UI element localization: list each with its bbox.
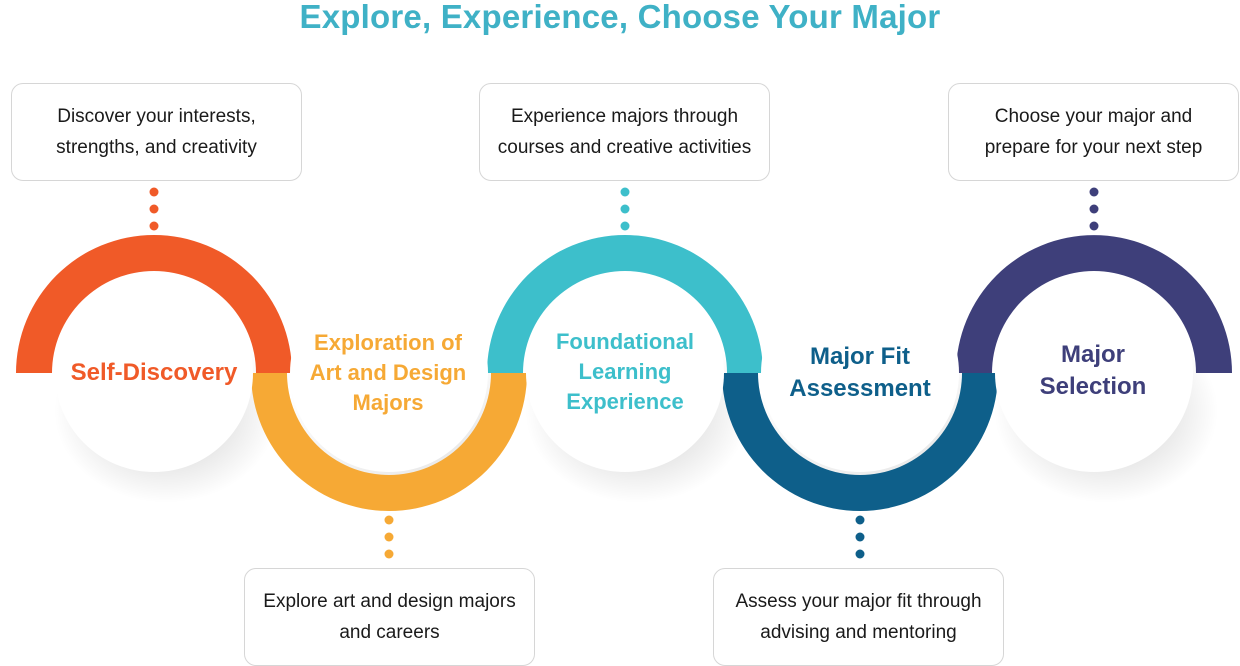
step-1-connector-dot-3	[149, 221, 159, 231]
step-5-label-line-1: Major	[1060, 341, 1125, 368]
step-1-label-line-1: Self-Discovery	[70, 359, 238, 386]
step-5-arc	[956, 235, 1232, 373]
step-5-label-line-2: Selection	[1039, 373, 1147, 400]
step-4-circle	[761, 274, 959, 472]
step-5-connector-dot-2	[1089, 204, 1099, 214]
step-1-circle	[55, 274, 253, 472]
step-4-arc	[722, 373, 998, 511]
step-2-label-line-1: Exploration of	[314, 330, 462, 355]
step-5-connector-dot-3	[1089, 221, 1099, 231]
step-4-connector-dot-3	[855, 549, 865, 559]
step-3-label-line-3: Experience	[566, 389, 684, 414]
step-5-connector-dot-1	[1089, 187, 1099, 197]
step-2-label-line-2: Art and Design	[309, 360, 467, 385]
step-1-connector-dot-2	[149, 204, 159, 214]
step-2-connector-dot-3	[384, 549, 394, 559]
step-2-description-line-2: and careers	[339, 622, 440, 643]
step-1-arc	[16, 235, 292, 373]
step-1-description-line-1: Discover your interests,	[57, 106, 256, 127]
step-3-label-line-1: Foundational	[555, 329, 695, 354]
step-1-description-line-2: strengths, and creativity	[56, 137, 257, 158]
step-3-description-line-1: Experience majors through	[510, 106, 739, 127]
step-3-description: Experience majors through courses and cre…	[479, 83, 770, 181]
step-2-description-line-1: Explore art and design majors	[263, 591, 516, 612]
step-5-circle	[995, 274, 1193, 472]
step-4-label-line-2: Assessment	[789, 375, 931, 402]
step-3-description-line-2: courses and creative activities	[497, 137, 752, 158]
step-4-label-line-1: Major Fit	[809, 343, 910, 370]
step-2-connector-dot-1	[384, 515, 394, 525]
step-4-connector-dot-2	[855, 532, 865, 542]
step-4-description: Assess your major fit through advising an…	[713, 568, 1004, 666]
step-5-description-line-2: prepare for your next step	[984, 137, 1203, 158]
step-1-label: Self-Discovery	[54, 275, 254, 471]
step-5-description: Choose your major and prepare for your ne…	[948, 83, 1239, 181]
step-2-description: Explore art and design majors and careers	[244, 568, 535, 666]
step-3-circle	[526, 274, 724, 472]
step-2-label-line-3: Majors	[352, 390, 424, 415]
step-5-description-line-1: Choose your major and	[994, 106, 1193, 127]
step-2-arc	[251, 373, 527, 511]
step-2-connector-dot-2	[384, 532, 394, 542]
step-3-arc	[487, 235, 763, 373]
step-3-connector-dot-1	[620, 187, 630, 197]
step-1-connector-dot-1	[149, 187, 159, 197]
step-3-connector-dot-3	[620, 221, 630, 231]
step-3-label-line-2: Learning	[578, 359, 672, 384]
step-2-circle	[290, 274, 488, 472]
step-4-description-line-2: advising and mentoring	[760, 622, 957, 643]
diagram-title: Explore, Experience, Choose Your Major	[299, 0, 941, 35]
step-1-description: Discover your interests, strengths, and c…	[11, 83, 302, 181]
step-4-description-line-1: Assess your major fit through	[735, 591, 982, 612]
step-4-connector-dot-1	[855, 515, 865, 525]
step-3-connector-dot-2	[620, 204, 630, 214]
